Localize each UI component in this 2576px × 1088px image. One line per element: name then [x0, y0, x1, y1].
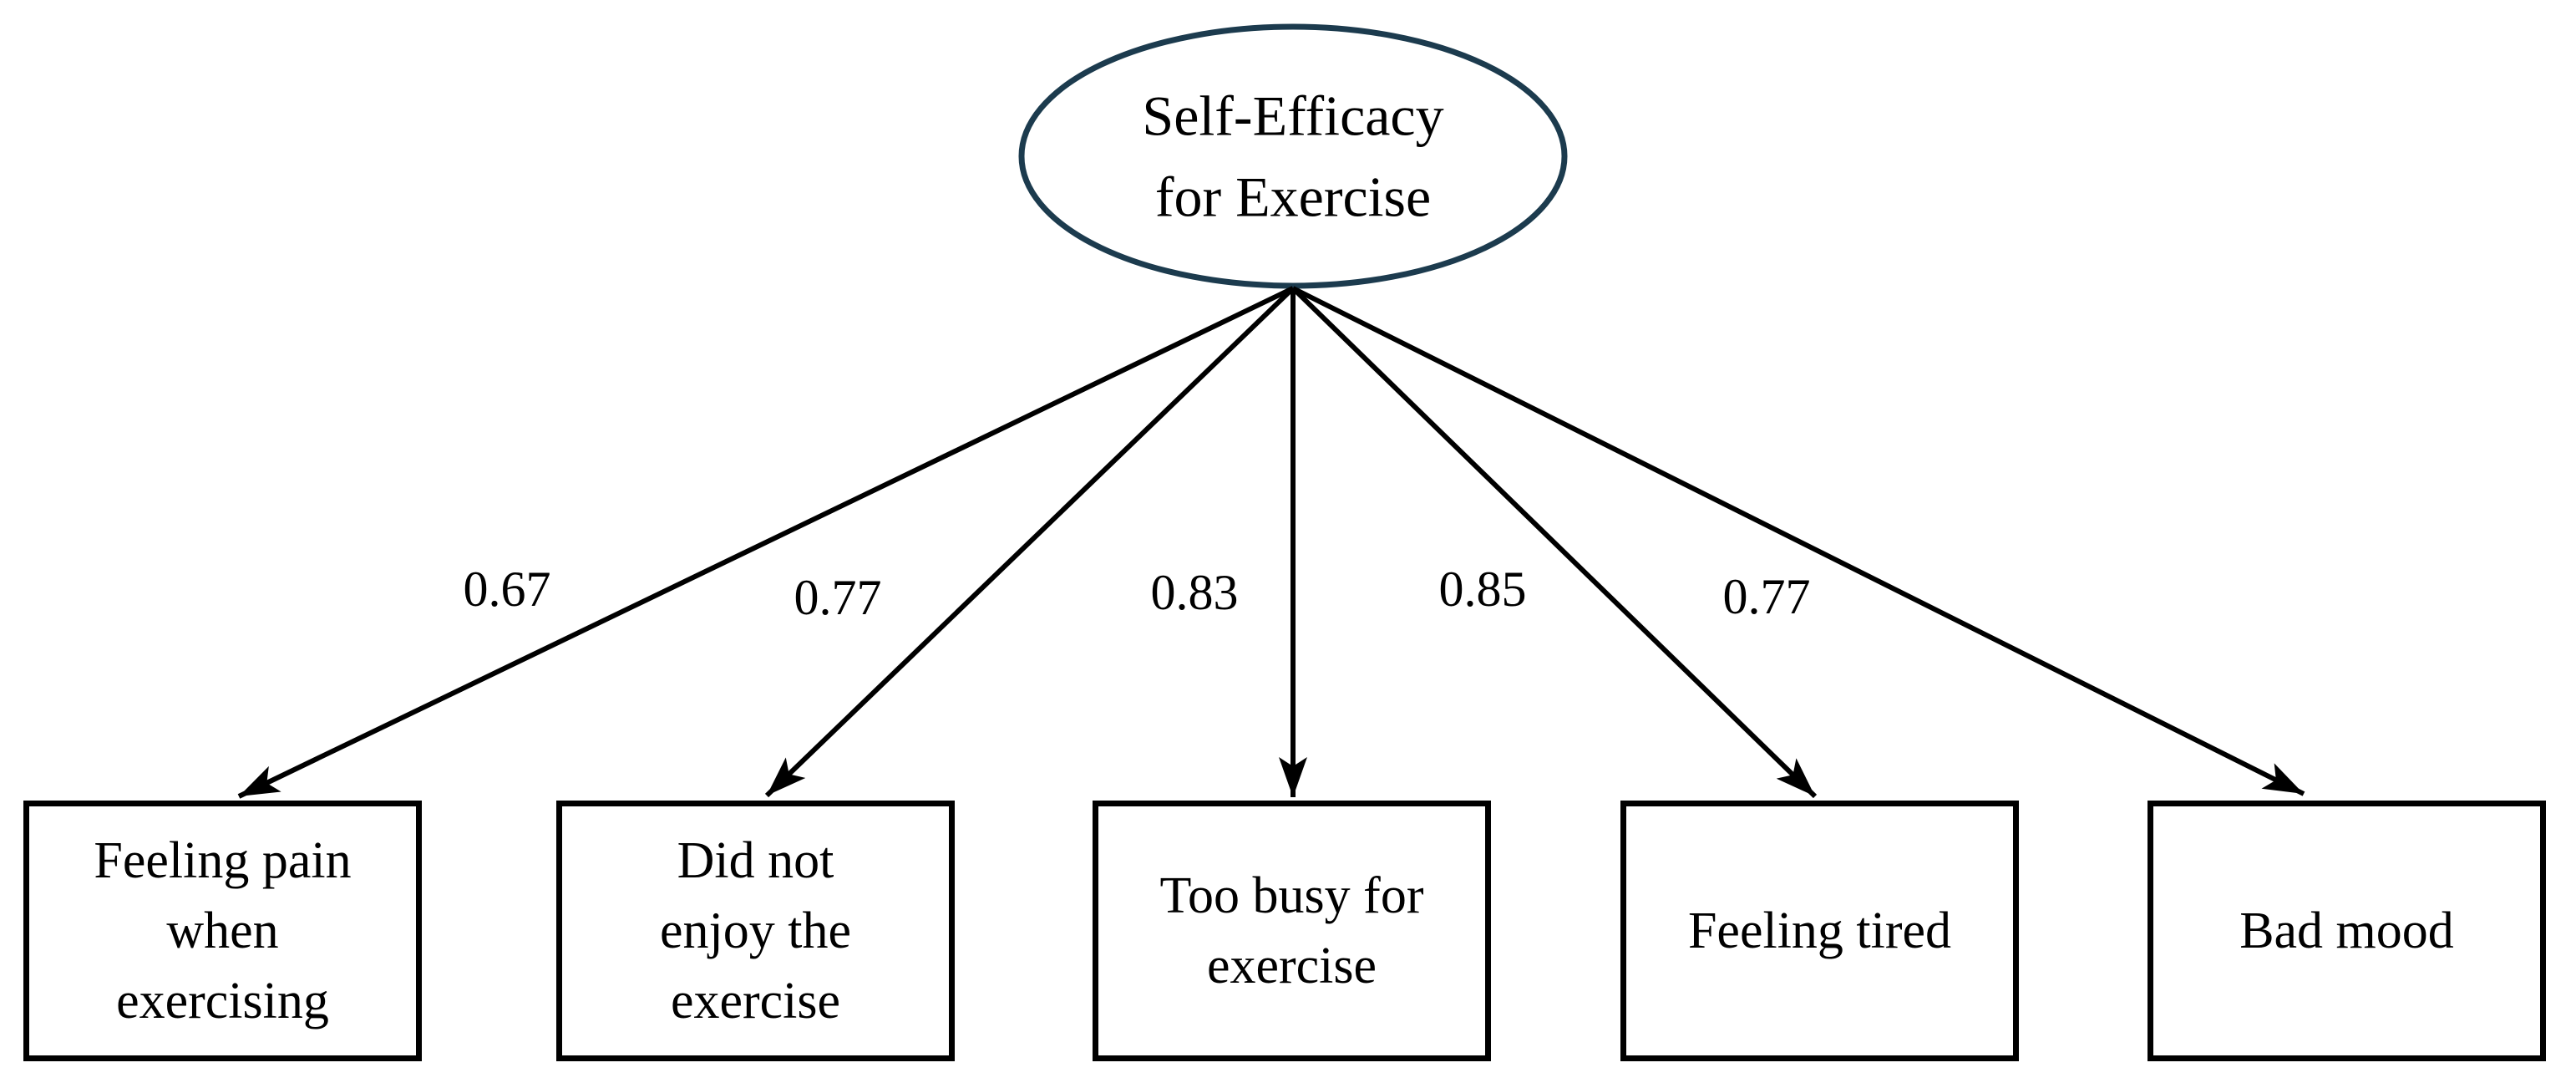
- factor-loading-5: 0.77: [1722, 569, 1811, 624]
- factor-loading-4: 0.85: [1438, 562, 1527, 617]
- factor-loading-2: 0.77: [794, 570, 882, 625]
- indicator-box-5: Bad mood: [2148, 801, 2546, 1061]
- indicator-label-4: Feeling tired: [1687, 902, 1952, 959]
- arrow-latent-to-indicator-5: [1291, 286, 2305, 796]
- indicator-box-3: Too busy for exercise: [1093, 801, 1491, 1061]
- indicator-label-3: Too busy for exercise: [1159, 867, 1424, 994]
- arrow-latent-to-indicator-2: [764, 286, 1296, 798]
- latent-variable-label: Self-Efficacy for Exercise: [1142, 84, 1444, 228]
- indicator-box-2: Did not enjoy the exercise: [556, 801, 955, 1061]
- indicator-label-2: Did not enjoy the exercise: [660, 831, 851, 1030]
- indicator-box-4: Feeling tired: [1620, 801, 2019, 1061]
- indicator-box-1: Feeling pain when exercising: [23, 801, 422, 1061]
- factor-loading-1: 0.67: [463, 562, 551, 617]
- indicator-label-5: Bad mood: [2239, 902, 2454, 959]
- latent-variable-ellipse: [1018, 23, 1568, 289]
- factor-loading-3: 0.83: [1150, 565, 1239, 620]
- indicator-label-1: Feeling pain when exercising: [94, 831, 352, 1030]
- arrow-latent-to-indicator-4: [1291, 286, 1818, 799]
- arrow-latent-to-indicator-1: [237, 286, 1295, 799]
